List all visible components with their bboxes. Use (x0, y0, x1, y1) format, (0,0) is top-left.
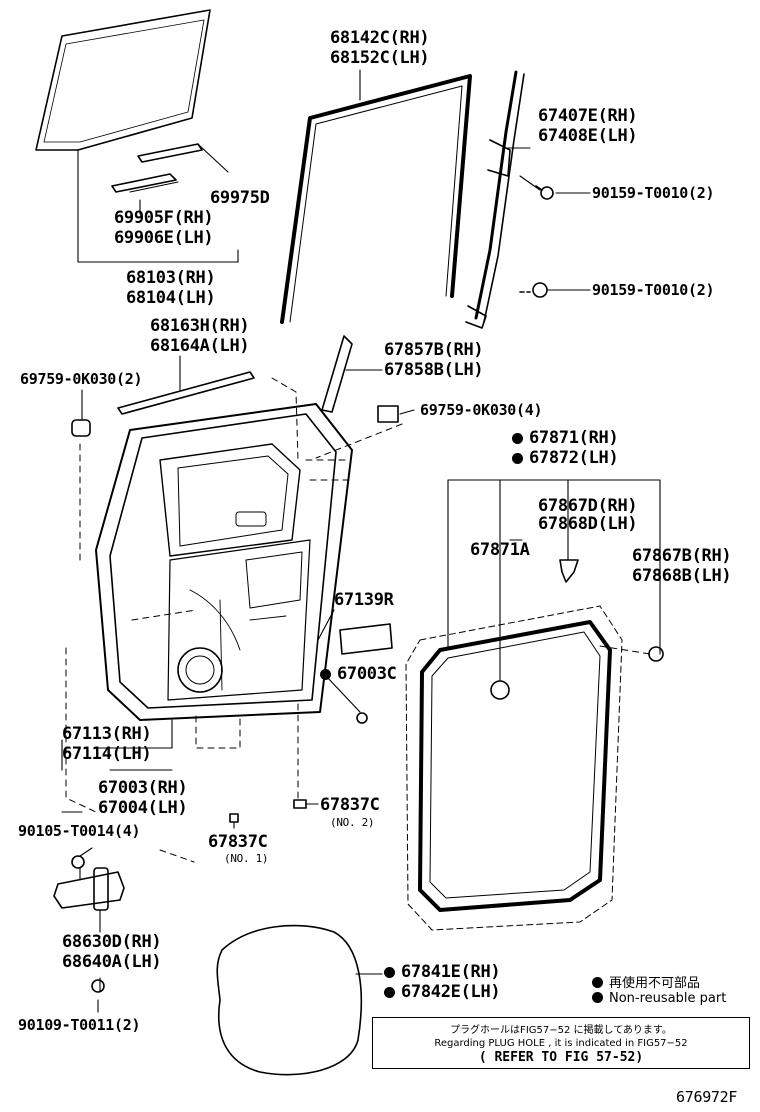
label-67407e: 67407E(RH) (538, 106, 638, 126)
non-reusable-dot (320, 669, 331, 680)
door-hinge-shape (53, 855, 125, 993)
cover-67139-shape (339, 623, 393, 655)
figure-id: 676972F (676, 1088, 738, 1106)
cushion-69759-shapes (71, 405, 399, 437)
label-69905f: 69905F(RH) (114, 208, 214, 228)
label-67837c-no1: 67837C (208, 832, 268, 852)
label-67871: 67871(RH) (512, 428, 619, 448)
label-67867d: 67867D(RH) (538, 496, 638, 516)
label-67872: 67872(LH) (512, 448, 619, 468)
label-67004: 67004(LH) (98, 798, 188, 818)
label-67857b: 67857B(RH) (384, 340, 484, 360)
clip-67867d-shape (559, 559, 579, 583)
label-67837c-no2: 67837C (320, 795, 380, 815)
label-67868d: 67868D(LH) (538, 514, 638, 534)
legend-en: Non-reusable part (592, 991, 726, 1006)
legend-dot (592, 992, 603, 1003)
legend-jp: 再使用不可部品 (592, 972, 700, 991)
label-90105: 90105-T0014(4) (18, 822, 141, 840)
door-panel-shape (95, 403, 353, 721)
legend-jp-text: 再使用不可部品 (609, 976, 701, 991)
label-68164a: 68164A(LH) (150, 336, 250, 356)
label-67003: 67003(RH) (98, 778, 188, 798)
legend-en-text: Non-reusable part (609, 991, 727, 1006)
non-reusable-dot (512, 433, 523, 444)
label-67113: 67113(RH) (62, 724, 152, 744)
label-90159-lower: 90159-T0010(2) (592, 281, 715, 299)
legend-dot (592, 977, 603, 988)
label-67408e: 67408E(LH) (538, 126, 638, 146)
label-68152c: 68152C(LH) (330, 48, 430, 68)
label-67837c-no2-sub: (NO. 2) (330, 816, 375, 829)
assembly-dash-lines (65, 377, 651, 863)
label-67868b: 67868B(LH) (632, 566, 732, 586)
clip-67867b-shape (648, 646, 664, 662)
glass-channel-shapes (111, 143, 203, 193)
label-67842e: 67842E(LH) (384, 982, 501, 1002)
label-68630d: 68630D(RH) (62, 932, 162, 952)
stopper-no1-shape (229, 813, 239, 823)
division-bar-shape (465, 70, 525, 329)
non-reusable-dot (384, 967, 395, 978)
label-67867b: 67867B(RH) (632, 546, 732, 566)
label-67842e-text: 67842E(LH) (401, 982, 501, 1002)
clip-90159-shapes (519, 185, 554, 298)
label-68142c: 68142C(RH) (330, 28, 430, 48)
stopper-no2-shape (293, 799, 307, 809)
label-67872-text: 67872(LH) (529, 448, 619, 468)
weatherstrip-67857-shape (321, 335, 353, 413)
label-69759-right: 69759-0K030(4) (420, 401, 543, 419)
label-67871-text: 67871(RH) (529, 428, 619, 448)
label-67858b: 67858B(LH) (384, 360, 484, 380)
door-glass-run-shape (280, 74, 472, 324)
label-90159-upper: 90159-T0010(2) (592, 184, 715, 202)
label-90109: 90109-T0011(2) (18, 1016, 141, 1034)
label-68163h: 68163H(RH) (150, 316, 250, 336)
label-67841e: 67841E(RH) (384, 962, 501, 982)
label-68104: 68104(LH) (126, 288, 216, 308)
label-68103: 68103(RH) (126, 268, 216, 288)
label-67837c-no1-sub: (NO. 1) (224, 852, 269, 865)
plug-hole-note: プラグホールはFIG57−52 に掲載してあります。 Regarding PLU… (372, 1017, 750, 1069)
hole-cover-shape (216, 924, 363, 1076)
label-69975d: 69975D (210, 188, 270, 208)
label-67003c: 67003C (320, 664, 397, 684)
door-weatherstrip-shape (405, 605, 623, 931)
non-reusable-dot (384, 987, 395, 998)
label-68640a: 68640A(LH) (62, 952, 162, 972)
label-67871a: 67871A (470, 540, 530, 560)
note-line-ref: ( REFER TO FIG 57-52) (478, 1050, 644, 1065)
plug-67003c-shape (356, 712, 368, 724)
note-line-en: Regarding PLUG HOLE , it is indicated in… (434, 1038, 688, 1049)
label-67003c-text: 67003C (337, 664, 397, 684)
note-line-jp: プラグホールはFIG57−52 に掲載してあります。 (450, 1025, 672, 1036)
leader-lines (61, 69, 661, 1013)
label-69906e: 69906E(LH) (114, 228, 214, 248)
label-67139r: 67139R (334, 590, 394, 610)
door-glass-shape (35, 9, 211, 151)
label-67841e-text: 67841E(RH) (401, 962, 501, 982)
label-67114: 67114(LH) (62, 744, 152, 764)
label-69759-left: 69759-0K030(2) (20, 370, 143, 388)
non-reusable-dot (512, 453, 523, 464)
belt-moulding-shape (117, 371, 255, 415)
